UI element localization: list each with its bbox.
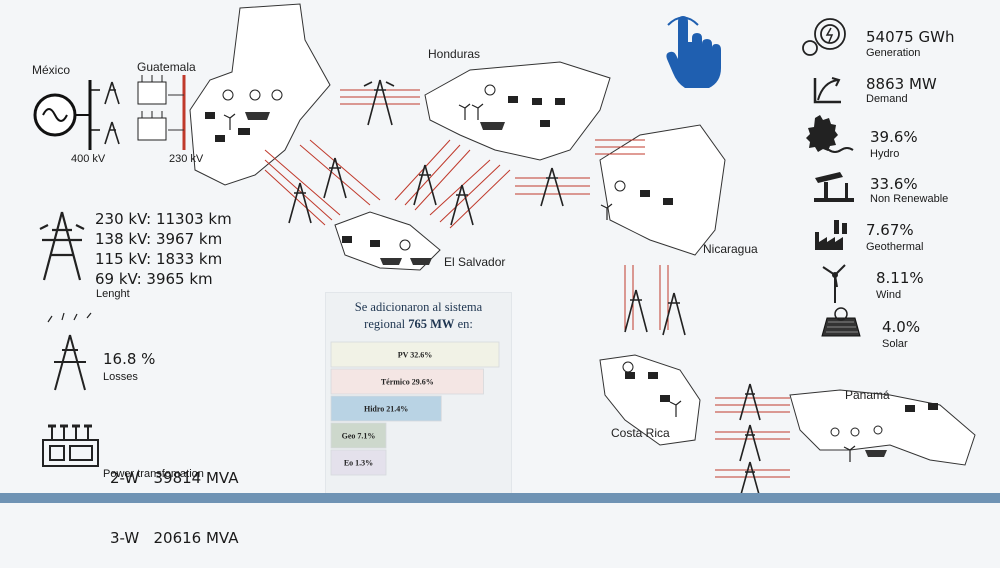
losses-value: 16.8 % <box>103 350 156 368</box>
chart-title-line1: Se adicionaron al sistema <box>354 300 483 314</box>
bar-label-eo: Eo 1.3% <box>344 459 373 468</box>
solar-panel-icon <box>821 307 861 337</box>
stat-geothermal-label: Geothermal <box>866 241 924 253</box>
bar-geo <box>330 422 387 449</box>
stat-hydro-value: 39.6% <box>870 128 918 146</box>
oil-pump-icon <box>814 172 854 202</box>
voltage-230kv: 230 kV <box>169 153 204 165</box>
label-honduras: Honduras <box>428 47 481 61</box>
plant-glyphs <box>205 96 938 412</box>
hydro-icon <box>806 115 854 153</box>
geothermal-icon <box>815 220 847 250</box>
generator-icon <box>33 80 100 150</box>
bar-térmico <box>330 368 484 395</box>
label-panama: Panamá <box>845 388 890 402</box>
transformation-2w: 2-W 39814 MVA <box>110 469 239 487</box>
chart-bars: PV 32.6% Térmico 29.6% Hidro 21.4% Geo 7.1%… <box>330 341 500 476</box>
stat-hydro-label: Hydro <box>870 148 900 160</box>
stat-generation-value: 54075 GWh <box>866 28 955 46</box>
stat-solar-value: 4.0% <box>882 318 921 336</box>
bottom-bar <box>0 493 1000 503</box>
bar-label-geo: Geo 7.1% <box>342 432 376 441</box>
length-label: Lenght <box>96 288 130 300</box>
central-america-map <box>33 3 976 499</box>
transformer-icon <box>42 424 99 467</box>
tower-icon <box>39 211 85 281</box>
honduras-shape <box>424 61 611 161</box>
stat-demand-label: Demand <box>866 93 908 105</box>
bar-label-hidro: Hidro 21.4% <box>364 405 408 414</box>
label-el-salvador: El Salvador <box>444 255 506 269</box>
capacity-added-chart: Se adicionaron al sistema regional 765 M… <box>325 292 512 494</box>
line-length-230: 230 kV: 11303 km <box>95 210 232 228</box>
chart-title-line2: regional 765 MW en: <box>364 317 473 331</box>
wind-glyphs <box>223 103 856 462</box>
hydro-glyphs <box>222 84 883 437</box>
solar-glyphs <box>245 112 887 457</box>
label-mexico: México <box>32 63 71 77</box>
line-length-115: 115 kV: 1833 km <box>95 250 223 268</box>
transformation-3w: 3-W 20616 MVA <box>110 529 239 547</box>
bar-pv <box>330 341 500 368</box>
line-lengths: 230 kV: 11303 km 138 kV: 3967 km 115 kV:… <box>95 209 232 289</box>
stat-nonrenewable-value: 33.6% <box>870 175 918 193</box>
wind-turbine-icon <box>822 264 846 303</box>
stat-geothermal-value: 7.67% <box>866 221 914 239</box>
stat-demand-value: 8863 MW <box>866 75 937 93</box>
stat-solar-label: Solar <box>882 338 908 350</box>
stat-nonrenewable-label: Non Renewable <box>870 193 949 205</box>
hand-pointer-icon <box>666 16 721 88</box>
voltage-400kv: 400 kV <box>71 153 106 165</box>
substation-transformers <box>137 75 167 141</box>
stat-wind-value: 8.11% <box>876 269 924 287</box>
transmission-towers <box>104 79 761 499</box>
stat-generation-label: Generation <box>866 47 921 59</box>
gear-bolt-icon <box>802 18 846 56</box>
losses-tower-icon <box>47 312 92 391</box>
stat-wind-label: Wind <box>876 289 902 301</box>
losses-label: Losses <box>103 371 138 383</box>
nicaragua-shape <box>599 124 726 256</box>
bar-hidro <box>330 395 442 422</box>
bar-label-térmico: Térmico 29.6% <box>381 378 434 387</box>
line-length-138: 138 kV: 3967 km <box>95 230 223 248</box>
label-guatemala: Guatemala <box>137 60 196 74</box>
label-costa-rica: Costa Rica <box>611 426 670 440</box>
label-nicaragua: Nicaragua <box>703 242 758 256</box>
bar-eo <box>330 449 387 476</box>
bar-label-pv: PV 32.6% <box>398 351 433 360</box>
transformation-label: Power transfomation <box>103 468 204 480</box>
demand-curve-icon <box>813 77 841 104</box>
line-length-69: 69 kV: 3965 km <box>95 270 213 288</box>
